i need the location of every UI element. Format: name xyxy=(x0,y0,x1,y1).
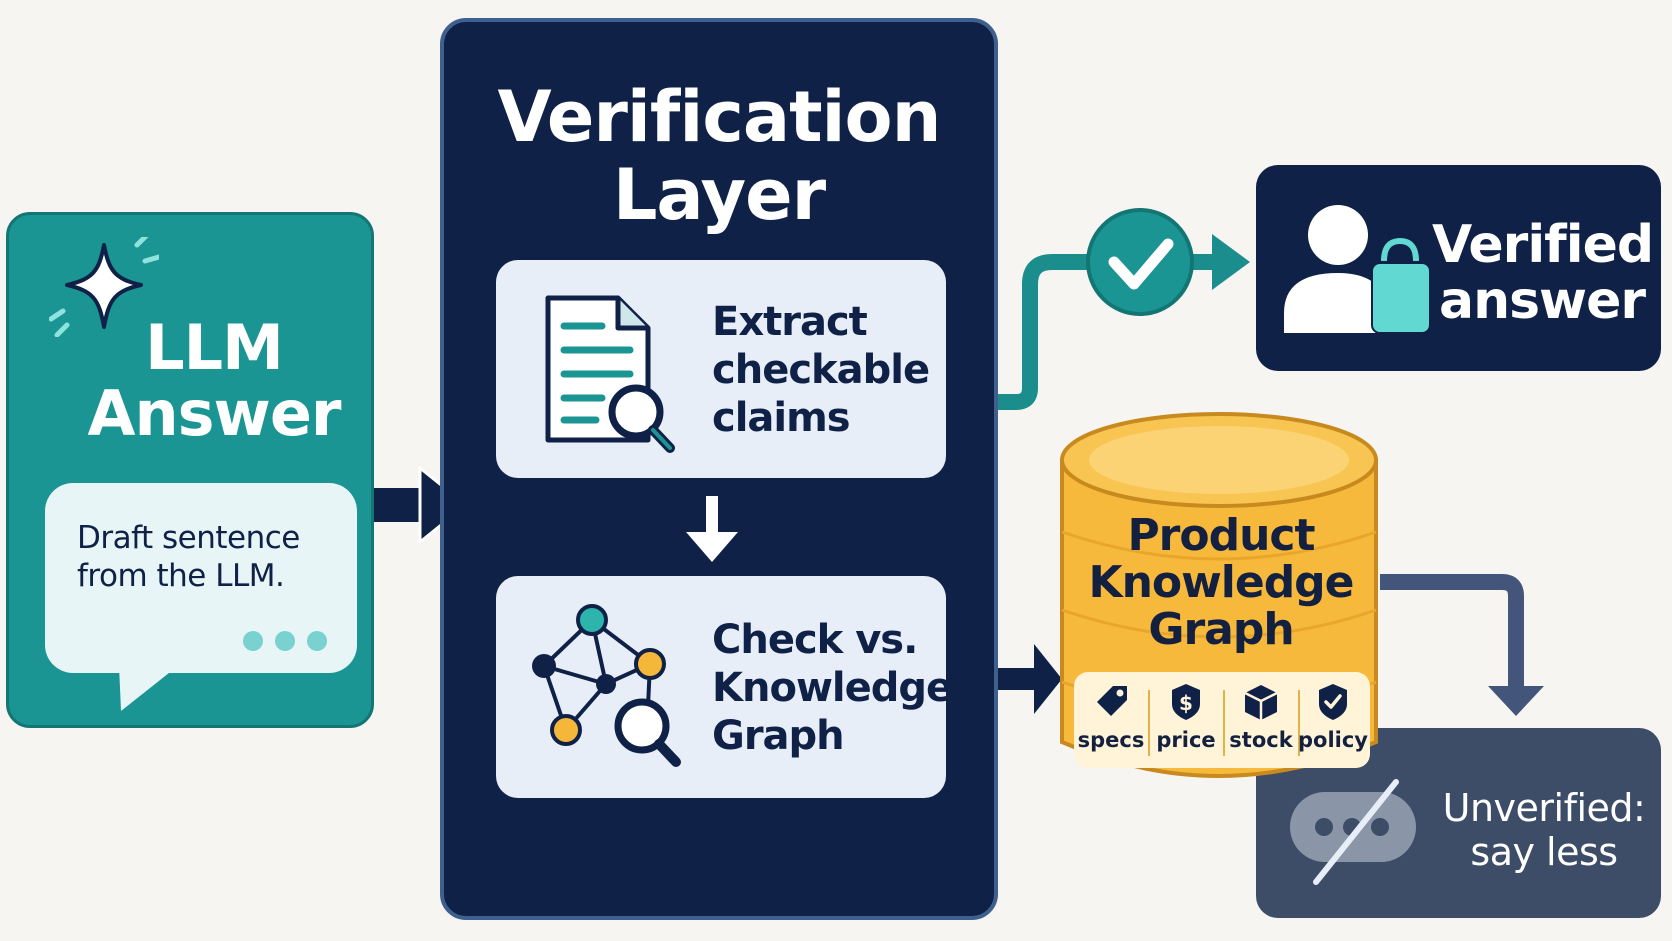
draft-sentence: Draft sentence from the LLM. xyxy=(77,519,337,595)
check-knowledge-graph-card: Check vs. Knowledge Graph xyxy=(496,576,953,798)
verified-line1: Verified xyxy=(1432,215,1654,275)
arrow-to-verified-head xyxy=(1212,234,1250,290)
attr-policy-label: policy xyxy=(1298,728,1368,752)
kg-title-line3: Graph xyxy=(1148,604,1294,655)
check-line3: Graph xyxy=(712,713,845,759)
verif-title-line1: Verification xyxy=(497,76,942,158)
path-to-unverified xyxy=(1380,574,1524,690)
verification-layer-panel: Verification Layer Extract checkable cla… xyxy=(440,18,998,920)
attr-policy: policy xyxy=(1296,682,1370,762)
unverified-line2: say less xyxy=(1470,830,1618,874)
typing-dot xyxy=(243,631,263,651)
typing-dot xyxy=(275,631,295,651)
extract-line1: Extract xyxy=(712,299,868,345)
kg-attribute-strip: specs $ price stock policy xyxy=(1074,672,1370,768)
draft-speech-bubble: Draft sentence from the LLM. xyxy=(45,483,357,673)
draft-line1: Draft sentence xyxy=(77,520,300,556)
attr-price-label: price xyxy=(1156,728,1216,752)
verif-title-line2: Layer xyxy=(612,154,826,236)
attr-specs-label: specs xyxy=(1077,728,1145,752)
product-knowledge-graph-title: Product Knowledge Graph xyxy=(1062,512,1380,653)
document-search-icon xyxy=(545,295,675,453)
attr-stock: stock xyxy=(1224,682,1298,762)
check-line2: Knowledge xyxy=(712,665,953,711)
user-bag-icon xyxy=(1284,205,1431,334)
draft-line2: from the LLM. xyxy=(77,558,285,594)
verified-line2: answer xyxy=(1438,271,1646,331)
attr-divider xyxy=(1223,690,1225,756)
path-to-verified xyxy=(998,254,1218,410)
check-kg-label: Check vs. Knowledge Graph xyxy=(712,616,953,760)
typing-dot xyxy=(307,631,327,651)
verified-answer-panel: Verified answer xyxy=(1256,165,1661,371)
extract-line3: claims xyxy=(712,395,851,441)
llm-answer-panel: LLM Answer Draft sentence from the LLM. xyxy=(6,212,374,728)
arrow-to-unverified-head xyxy=(1488,686,1544,716)
muted-chat-icon xyxy=(1290,779,1416,885)
verified-answer-label: Verified answer xyxy=(1432,215,1654,331)
box-icon xyxy=(1244,685,1278,720)
sparkle-icon xyxy=(49,237,159,337)
graph-search-icon xyxy=(532,604,681,767)
check-line1: Check vs. xyxy=(712,617,918,663)
attr-stock-label: stock xyxy=(1229,728,1293,752)
arrow-extract-to-check xyxy=(686,496,738,562)
extract-line2: checkable xyxy=(712,347,930,393)
extract-claims-card: Extract checkable claims xyxy=(496,260,946,478)
attr-price: $ price xyxy=(1149,682,1223,762)
shield-check-icon xyxy=(1319,684,1347,720)
tag-icon xyxy=(1097,686,1127,716)
check-circle-icon xyxy=(1086,208,1194,316)
unverified-line1: Unverified: xyxy=(1442,786,1646,830)
extract-claims-label: Extract checkable claims xyxy=(712,298,942,442)
llm-title-line2: Answer xyxy=(87,377,342,450)
price-shield-icon: $ xyxy=(1172,684,1200,720)
svg-text:$: $ xyxy=(1179,691,1193,715)
speech-bubble-tail xyxy=(119,665,179,711)
llm-title-line1: LLM xyxy=(145,311,284,384)
unverified-label: Unverified: say less xyxy=(1432,786,1656,874)
kg-title-line1: Product xyxy=(1127,510,1315,561)
kg-title-line2: Knowledge xyxy=(1088,557,1354,608)
verification-layer-title: Verification Layer xyxy=(444,78,994,234)
attr-divider xyxy=(1148,690,1150,756)
attr-specs: specs xyxy=(1074,682,1148,762)
attr-divider xyxy=(1298,690,1300,756)
llm-answer-title: LLM Answer xyxy=(69,315,359,447)
